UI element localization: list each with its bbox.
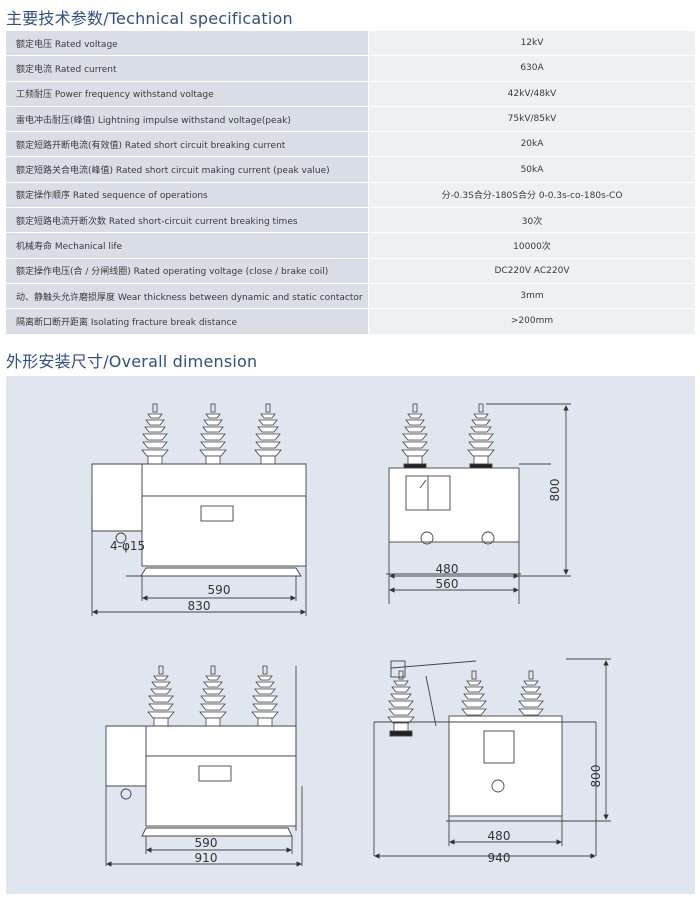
dimension-heading: 外形安装尺寸/Overall dimension bbox=[6, 352, 258, 371]
d2-outer-width: 560 bbox=[436, 577, 459, 591]
value-cell: DC220V AC220V bbox=[368, 258, 695, 284]
value-cell: 75kV/85kV bbox=[368, 106, 695, 133]
value-cell: 42kV/48kV bbox=[368, 81, 695, 107]
param-cell: 雷电冲击耐压(峰值) Lightning impulse withstand v… bbox=[6, 106, 369, 133]
d1-inner-width: 590 bbox=[208, 583, 231, 597]
d3-inner-width: 590 bbox=[195, 836, 218, 850]
param-cell: 额定短路电流开断次数 Rated short-circuit current b… bbox=[6, 207, 369, 234]
drawing-2-front-view bbox=[386, 403, 571, 604]
param-cell: 额定短路关合电流(峰值) Rated short circuit making … bbox=[6, 156, 369, 183]
param-cell: 额定操作电压(合 / 分闸线圈) Rated operating voltage… bbox=[6, 258, 369, 284]
d2-height: 800 bbox=[548, 479, 562, 502]
d4-height: 800 bbox=[589, 765, 603, 788]
value-cell: >200mm bbox=[368, 308, 695, 335]
value-cell: 50kA bbox=[368, 156, 695, 183]
drawing-1-side-view bbox=[91, 403, 307, 616]
value-cell: 分-0.3S合分-180S合分 0-0.3s-co-180s-CO bbox=[368, 182, 695, 209]
drawing-4-front-view bbox=[373, 658, 611, 859]
value-cell: 3mm bbox=[368, 283, 695, 310]
table-row: 额定短路开断电流(有效值) Rated short circuit breaki… bbox=[6, 131, 695, 158]
table-row: 隔离断口断开距离 Isolating fracture break distan… bbox=[6, 308, 695, 335]
table-row: 雷电冲击耐压(峰值) Lightning impulse withstand v… bbox=[6, 106, 695, 133]
value-cell: 20kA bbox=[368, 131, 695, 158]
d4-inner-width: 480 bbox=[488, 829, 511, 843]
param-cell: 工频耐压 Power frequency withstand voltage bbox=[6, 81, 369, 107]
value-cell: 30次 bbox=[368, 207, 695, 234]
d4-outer-width: 940 bbox=[488, 851, 511, 865]
param-cell: 动、静触头允许磨损厚度 Wear thickness between dynam… bbox=[6, 283, 369, 310]
param-cell: 机械寿命 Mechanical life bbox=[6, 232, 369, 259]
spec-heading: 主要技术参数/Technical specification bbox=[6, 9, 293, 28]
table-row: 额定操作电压(合 / 分闸线圈) Rated operating voltage… bbox=[6, 258, 695, 284]
d3-outer-width: 910 bbox=[195, 851, 218, 865]
value-cell: 12kV bbox=[368, 31, 695, 57]
value-cell: 10000次 bbox=[368, 232, 695, 259]
table-row: 动、静触头允许磨损厚度 Wear thickness between dynam… bbox=[6, 283, 695, 310]
param-cell: 额定操作顺序 Rated sequence of operations bbox=[6, 182, 369, 209]
param-cell: 额定电压 Rated voltage bbox=[6, 31, 369, 57]
d1-outer-width: 830 bbox=[188, 599, 211, 613]
param-cell: 隔离断口断开距离 Isolating fracture break distan… bbox=[6, 308, 369, 335]
d2-inner-width: 480 bbox=[436, 562, 459, 576]
d1-hole-label: 4-φ15 bbox=[110, 539, 145, 553]
param-cell: 额定短路开断电流(有效值) Rated short circuit breaki… bbox=[6, 131, 369, 158]
table-row: 额定短路关合电流(峰值) Rated short circuit making … bbox=[6, 156, 695, 183]
dimension-drawings-panel: 4-φ15 590 830 480 560 800 bbox=[6, 376, 695, 894]
param-cell: 额定电流 Rated current bbox=[6, 55, 369, 82]
value-cell: 630A bbox=[368, 55, 695, 82]
table-row: 额定短路电流开断次数 Rated short-circuit current b… bbox=[6, 207, 695, 234]
drawing-3-side-view bbox=[105, 665, 303, 867]
